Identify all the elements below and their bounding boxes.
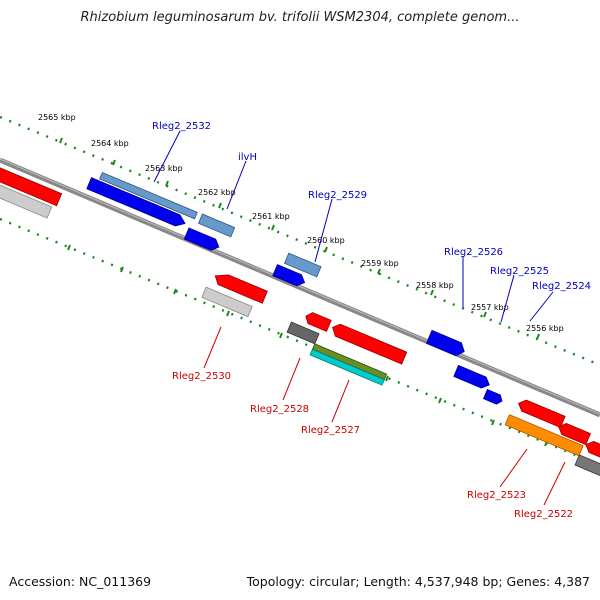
gene-arrow[interactable] (272, 264, 307, 288)
gene-arrow[interactable] (583, 439, 600, 468)
kbp-label: 2564 kbp (91, 139, 129, 148)
gene-arrow[interactable] (213, 270, 268, 304)
gene-arrow[interactable] (425, 329, 467, 358)
gene-label-reverse[interactable]: Rleg2_2523 (467, 490, 526, 501)
gene-arrow[interactable] (283, 252, 322, 278)
gene-label-forward[interactable]: Rleg2_2524 (532, 281, 591, 292)
gene-label-reverse[interactable]: Rleg2_2528 (250, 404, 309, 415)
gene-label-forward[interactable]: Rleg2_2525 (490, 266, 549, 277)
genome-backbone (0, 157, 600, 418)
gene-arrow[interactable] (574, 454, 600, 482)
kbp-label: 2562 kbp (198, 188, 236, 197)
gene-label-forward[interactable]: Rleg2_2526 (444, 247, 503, 258)
gene-arrow[interactable] (0, 166, 53, 219)
kbp-label: 2565 kbp (38, 113, 76, 122)
gene-arrow[interactable] (309, 348, 385, 386)
gene-arrow[interactable] (504, 414, 584, 457)
gene-arrow[interactable] (86, 177, 188, 229)
gene-arrow[interactable] (556, 421, 591, 446)
gene-arrow[interactable] (183, 227, 221, 253)
gene-arrow[interactable] (330, 322, 408, 365)
kbp-label: 2563 kbp (145, 164, 183, 173)
gene-arrow[interactable] (516, 398, 566, 428)
kbp-label: 2559 kbp (361, 259, 399, 268)
gene-label-forward[interactable]: Rleg2_2532 (152, 121, 211, 132)
kbp-label: 2558 kbp (416, 281, 454, 290)
kbp-label: 2561 kbp (252, 212, 290, 221)
genome-summary-text: Topology: circular; Length: 4,537,948 bp… (246, 574, 590, 589)
gene-arrow[interactable] (0, 152, 63, 207)
genome-backbone-highlight (0, 158, 600, 415)
major-ticks (59, 137, 548, 447)
gene-label-reverse[interactable]: Rleg2_2527 (301, 425, 360, 436)
gene-label-reverse[interactable]: Rleg2_2522 (514, 509, 573, 520)
gene-arrow[interactable] (286, 321, 320, 345)
gene-arrow[interactable] (482, 388, 503, 405)
forward-strand-features (0, 152, 503, 405)
leader-lines-top (153, 130, 554, 323)
accession-text: Accession: NC_011369 (9, 574, 152, 589)
kbp-label: 2556 kbp (526, 324, 564, 333)
gene-arrow[interactable] (303, 311, 332, 332)
reverse-strand-features (201, 270, 600, 482)
leader-lines-bottom (203, 326, 566, 506)
inner-tick-ring (0, 217, 600, 467)
gene-arrow[interactable] (453, 364, 492, 390)
map-title: Rhizobium leguminosarum bv. trifolii WSM… (80, 10, 520, 25)
kbp-label: 2557 kbp (471, 303, 509, 312)
gene-label-forward[interactable]: ilvH (238, 152, 257, 163)
kbp-label: 2560 kbp (307, 236, 345, 245)
gene-arrow[interactable] (99, 171, 198, 220)
gene-label-reverse[interactable]: Rleg2_2530 (172, 371, 231, 382)
gene-arrow[interactable] (201, 286, 253, 318)
outer-tick-ring (0, 115, 600, 367)
gene-arrow[interactable] (197, 213, 236, 238)
gene-label-forward[interactable]: Rleg2_2529 (308, 190, 367, 201)
